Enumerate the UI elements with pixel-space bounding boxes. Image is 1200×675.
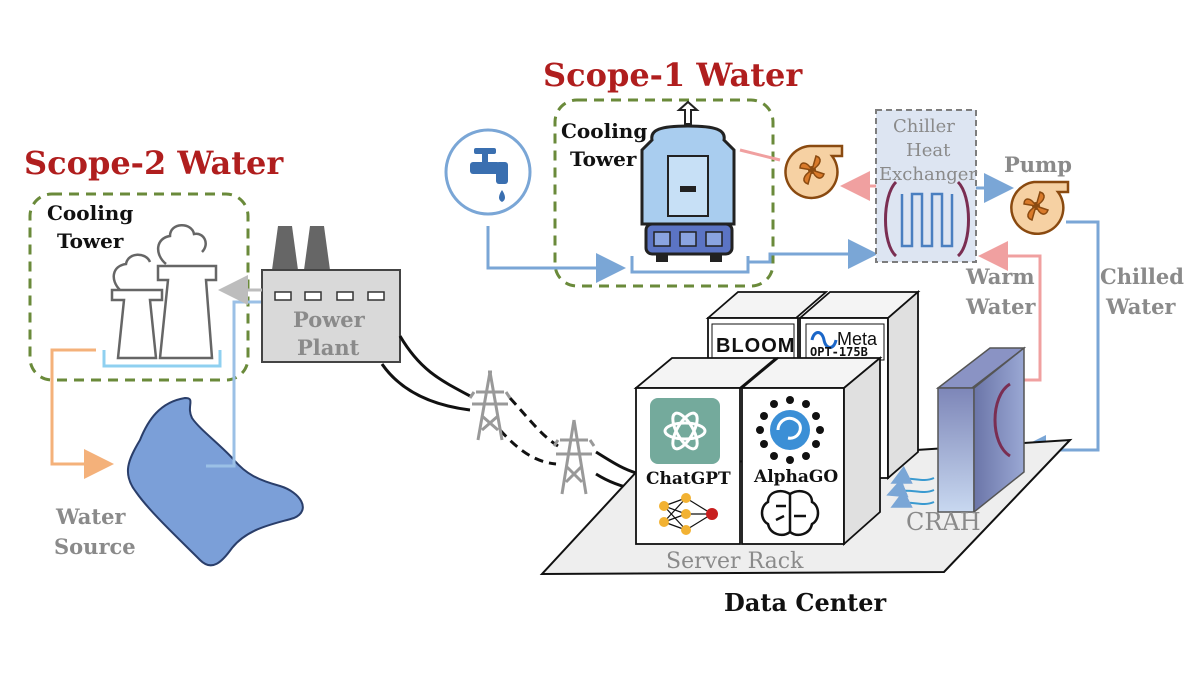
tower-to-chiller-pipe: [748, 239, 878, 269]
data-center-label: Data Center: [724, 588, 887, 617]
lake-to-plant-pipe: [206, 300, 262, 468]
scope1-basin: [630, 256, 750, 274]
crah-unit: [935, 346, 1027, 514]
chiller-label-2: Heat: [906, 140, 951, 161]
chiller-label-1: Chiller: [893, 116, 955, 137]
chatgpt-label: ChatGPT: [646, 469, 731, 489]
lake-to-tower-pipe: [50, 348, 114, 479]
faucet-to-tower-pipe: [486, 226, 626, 283]
pump-label: Pump: [1004, 152, 1072, 177]
chiller-label-3: Exchanger: [879, 164, 977, 185]
fan-pump-icon: [1010, 180, 1070, 236]
heat-exchanger-coil: [884, 180, 970, 258]
warm-water-label-1: Warm: [965, 264, 1035, 289]
alphago-logo-icon: [756, 396, 824, 464]
cooling-tower-icon: [110, 224, 218, 360]
pump1-to-tower-pipe: [739, 148, 781, 162]
opt-label: OPT-175B: [810, 345, 868, 359]
scope2-basin: [102, 350, 222, 368]
scope2-cooling-tower-label-2: Tower: [57, 229, 124, 253]
power-line-dashed-2: [498, 428, 557, 466]
openai-logo-icon: [650, 398, 720, 464]
power-line-lower: [380, 363, 471, 412]
water-source-label-2: Source: [54, 534, 136, 559]
scope1-title: Scope-1 Water: [543, 56, 803, 94]
crah-label: CRAH: [906, 508, 981, 536]
power-line-to-dc-1: [595, 450, 641, 476]
fan-pump-icon: [784, 144, 844, 200]
scope1-cooling-tower-label-2: Tower: [570, 147, 637, 171]
power-plant-icon: [261, 226, 401, 363]
power-plant-label-2: Plant: [297, 335, 360, 360]
water-source-label-1: Water: [55, 504, 126, 529]
chilled-water-label-1: Chilled: [1100, 264, 1184, 289]
server-rack-label: Server Rack: [666, 549, 804, 574]
power-line-upper: [398, 335, 471, 398]
brain-icon: [760, 490, 820, 536]
transmission-tower-icon: [468, 370, 512, 441]
water-source-lake: [126, 396, 304, 567]
warm-water-label-2: Water: [965, 294, 1036, 319]
power-plant-label-1: Power: [293, 307, 366, 332]
server-rack-back-left: [705, 291, 829, 379]
cooling-tower-icon: [640, 100, 736, 262]
faucet-icon: [444, 128, 532, 216]
chilled-water-label-2: Water: [1105, 294, 1176, 319]
scope1-cooling-tower-label-1: Cooling: [561, 119, 647, 143]
transmission-tower-icon: [552, 419, 596, 495]
bloom-label: BLOOM: [716, 335, 795, 357]
meta-label: Meta: [837, 329, 878, 349]
neural-network-icon: [659, 493, 718, 535]
scope2-title: Scope-2 Water: [24, 144, 284, 182]
scope1-cooling-box: [553, 98, 775, 288]
alphago-label: AlphaGO: [753, 467, 838, 487]
scope2-cooling-box: [28, 192, 250, 382]
power-line-dashed-1: [508, 396, 559, 448]
airflow-icon: [886, 465, 935, 508]
scope2-cooling-tower-label-1: Cooling: [47, 201, 133, 225]
